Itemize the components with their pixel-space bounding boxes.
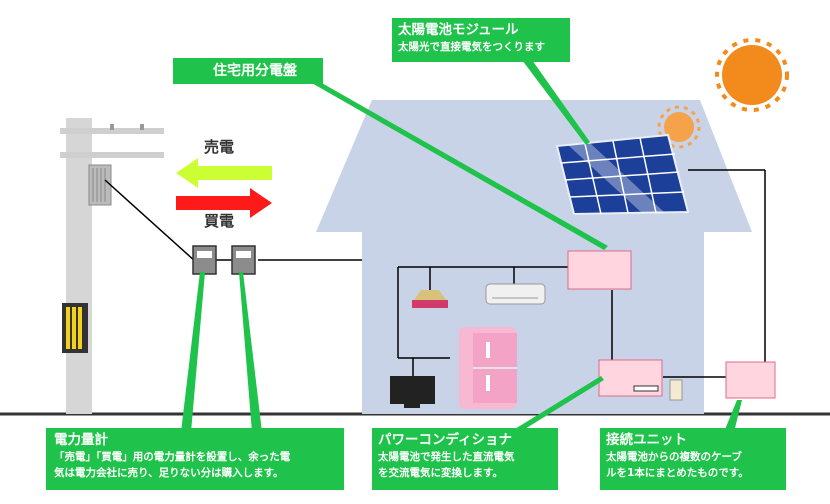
callout-pointers xyxy=(181,60,742,432)
junction-unit-callout: 接続ユニット 太陽電池からの複数のケーブ ルを1本にまとめたものです。 xyxy=(600,428,786,490)
distribution-board-callout: 住宅用分電盤 xyxy=(173,58,323,84)
power-conditioner-desc-2: を交流電気に変換します。 xyxy=(378,467,503,479)
meter-title: 電力量計 xyxy=(54,432,108,448)
meter-buy xyxy=(231,245,256,275)
junction-unit xyxy=(725,361,776,399)
small-sun-icon xyxy=(657,105,701,149)
junction-unit-desc-1: 太陽電池からの複数のケーブ xyxy=(606,451,742,463)
ceiling-lamp xyxy=(412,290,448,308)
distribution-board xyxy=(567,250,632,290)
solar-module-title: 太陽電池モジュール xyxy=(398,22,519,38)
utility-pole xyxy=(60,118,164,414)
air-conditioner xyxy=(485,283,546,305)
sell-arrow xyxy=(176,158,272,188)
meter-desc-1: 「売電」「買電」用の電力量計を設置し、余った電 xyxy=(54,451,291,463)
solar-panel xyxy=(555,133,690,216)
junction-unit-title: 接続ユニット xyxy=(606,432,687,448)
power-conditioner xyxy=(598,359,683,401)
refrigerator xyxy=(459,327,517,409)
power-conditioner-title: パワーコンディショナ xyxy=(378,432,513,448)
junction-unit-desc-2: ルを1本にまとめたものです。 xyxy=(606,467,749,479)
sell-label: 売電 xyxy=(204,138,235,156)
house xyxy=(316,100,752,414)
power-conditioner-desc-1: 太陽電池で発生した直流電気 xyxy=(378,451,515,463)
distribution-board-title: 住宅用分電盤 xyxy=(213,63,297,79)
buy-label: 買電 xyxy=(204,212,235,230)
television xyxy=(390,376,435,408)
solar-module-desc: 太陽光で直接電気をつくります xyxy=(398,41,545,53)
wiring xyxy=(104,169,766,378)
meter-callout: 電力量計 「売電」「買電」用の電力量計を設置し、余った電 気は電力会社に売り、足… xyxy=(46,428,344,490)
meter-desc-2: 気は電力会社に売り、足りない分は購入します。 xyxy=(54,467,284,479)
sun-icon xyxy=(715,38,789,112)
meter-sell xyxy=(192,245,217,275)
buy-arrow xyxy=(176,188,272,218)
power-conditioner-callout: パワーコンディショナ 太陽電池で発生した直流電気 を交流電気に変換します。 xyxy=(372,428,558,490)
solar-module-callout: 太陽電池モジュール 太陽光で直接電気をつくります xyxy=(392,18,570,62)
